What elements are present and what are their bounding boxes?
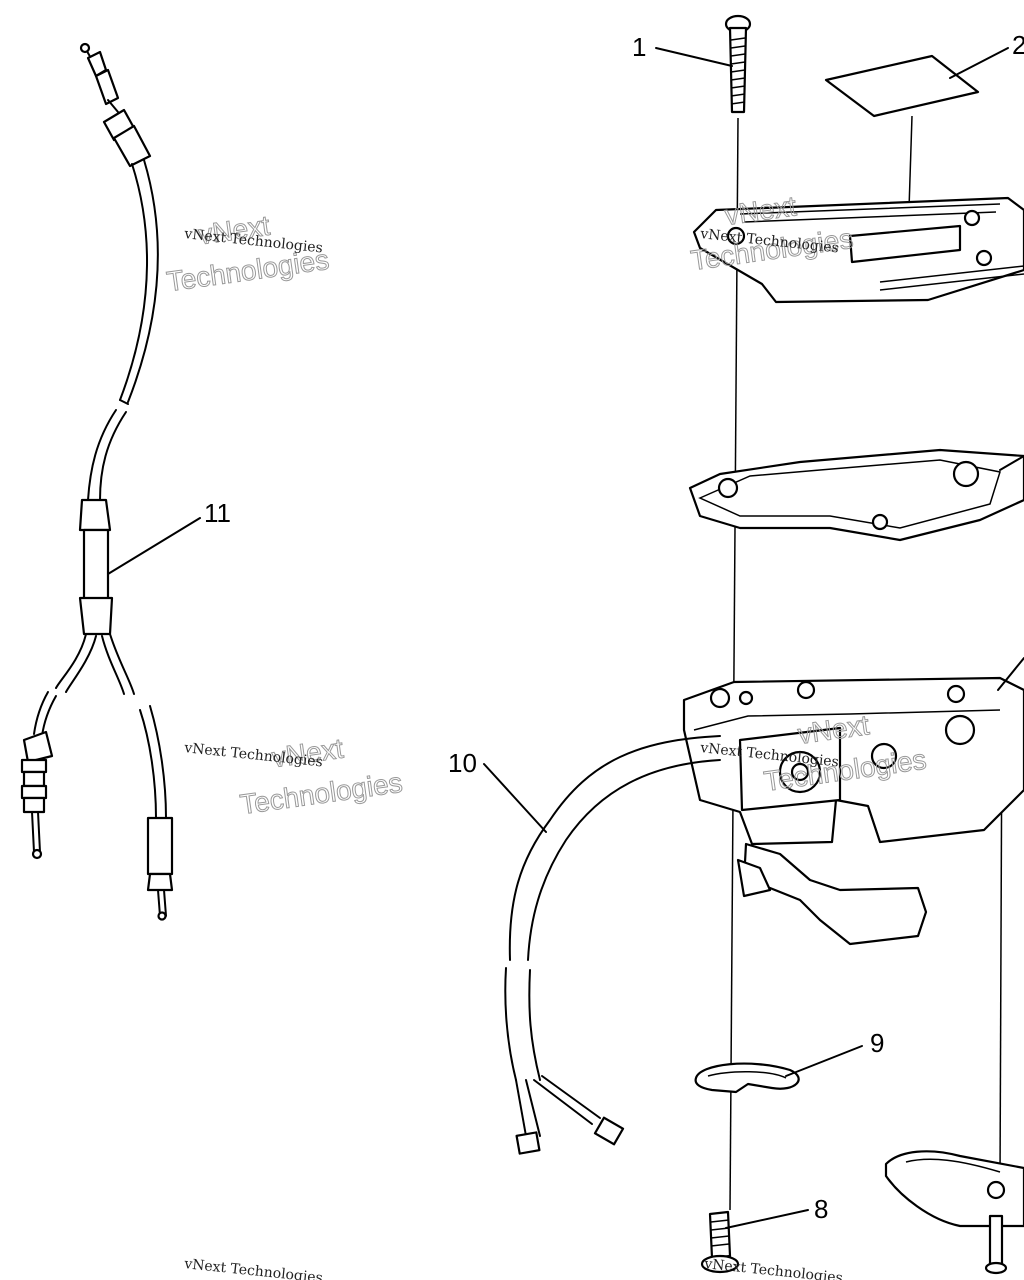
callout-11: 11 — [204, 498, 231, 528]
leader-11 — [107, 517, 201, 575]
leader-right-mid — [997, 657, 1024, 691]
watermark-small-6: vNext Technologies — [703, 1256, 844, 1280]
watermark-small-5: vNext Technologies — [183, 1256, 324, 1280]
callout-9: 9 — [870, 1028, 884, 1058]
handlebar-clamp — [884, 1150, 1024, 1228]
callout-1: 1 — [632, 32, 646, 62]
leader-8 — [725, 1209, 809, 1229]
wire-harness-part-10 — [504, 735, 721, 1155]
guide-line-screw — [729, 117, 739, 1211]
leader-right-top — [999, 455, 1024, 471]
callout-2: 2 — [1012, 30, 1024, 60]
screw-bottom-right — [984, 1214, 1008, 1275]
leader-10 — [483, 763, 547, 833]
clip-part-9 — [694, 1062, 800, 1094]
leader-1 — [655, 47, 733, 67]
throttle-cable-assembly — [20, 42, 174, 921]
leader-2 — [949, 47, 1009, 79]
screw-part-8 — [700, 1210, 740, 1274]
leader-9 — [785, 1045, 863, 1077]
throttle-housing — [682, 676, 1024, 946]
watermark-big-2b: Technologies — [238, 767, 404, 820]
gasket — [688, 448, 1024, 542]
callout-10: 10 — [448, 748, 477, 778]
callout-8: 8 — [814, 1194, 828, 1224]
screw-part-1 — [724, 14, 752, 114]
cover-plate — [692, 196, 1024, 304]
decal-part-2 — [824, 54, 980, 118]
